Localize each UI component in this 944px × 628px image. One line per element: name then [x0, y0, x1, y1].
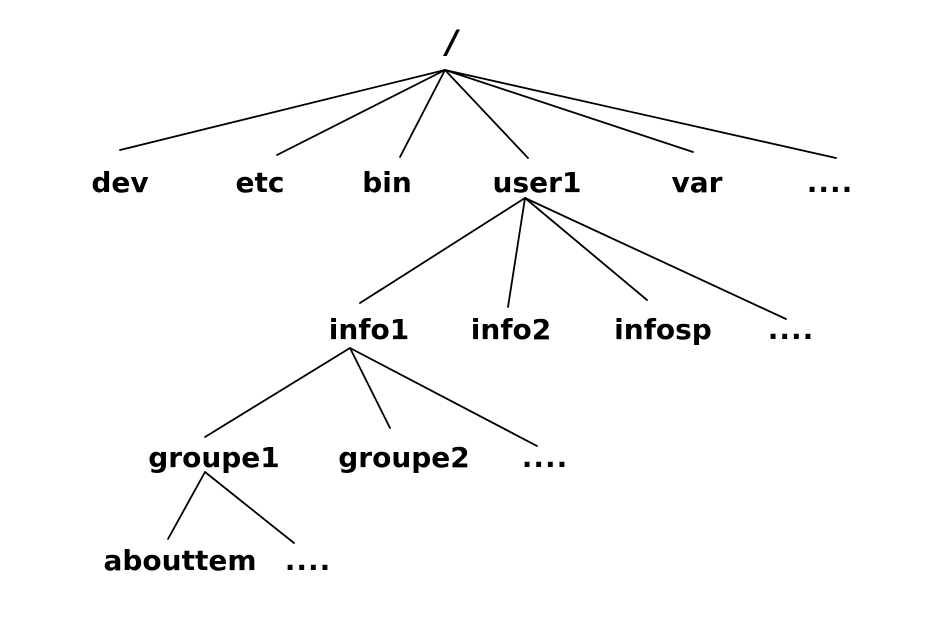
- tree-edge-root-to-bin: [399, 69, 446, 158]
- tree-node-dots1[interactable]: ....: [806, 166, 854, 199]
- tree-node-groupe1[interactable]: groupe1: [148, 441, 280, 474]
- tree-node-user1[interactable]: user1: [492, 166, 582, 199]
- tree-node-groupe2[interactable]: groupe2: [338, 441, 470, 474]
- tree-node-dots4[interactable]: ....: [284, 544, 332, 577]
- tree-node-var[interactable]: var: [671, 166, 723, 199]
- tree-node-dev[interactable]: dev: [91, 166, 149, 199]
- tree-edge-user1-to-dots2: [524, 197, 787, 320]
- tree-edge-root-to-etc: [276, 69, 446, 156]
- tree-edge-user1-to-info1: [359, 197, 526, 304]
- tree-edge-groupe1-to-dots4: [204, 471, 295, 544]
- tree-node-info2[interactable]: info2: [470, 313, 552, 346]
- tree-edge-root-to-dots1: [444, 69, 837, 159]
- tree-node-abouttem[interactable]: abouttem: [103, 544, 257, 577]
- tree-node-etc[interactable]: etc: [235, 166, 285, 199]
- tree-node-infosp[interactable]: infosp: [614, 313, 712, 346]
- tree-edge-info1-to-dots3: [349, 347, 538, 447]
- tree-edge-root-to-dev: [119, 69, 446, 151]
- tree-node-dots2[interactable]: ....: [767, 313, 815, 346]
- tree-node-info1[interactable]: info1: [328, 313, 410, 346]
- tree-edge-groupe1-to-abouttem: [167, 471, 206, 540]
- tree-edge-info1-to-groupe1: [204, 347, 351, 438]
- tree-edge-user1-to-infosp: [524, 197, 648, 301]
- tree-node-bin[interactable]: bin: [362, 166, 412, 199]
- tree-node-root[interactable]: /: [446, 23, 458, 61]
- tree-edge-root-to-user1: [444, 69, 529, 159]
- tree-edge-info1-to-groupe2: [349, 347, 391, 429]
- tree-edge-user1-to-info2: [507, 197, 526, 308]
- tree-node-dots3[interactable]: ....: [521, 441, 569, 474]
- tree-edge-root-to-var: [444, 69, 694, 153]
